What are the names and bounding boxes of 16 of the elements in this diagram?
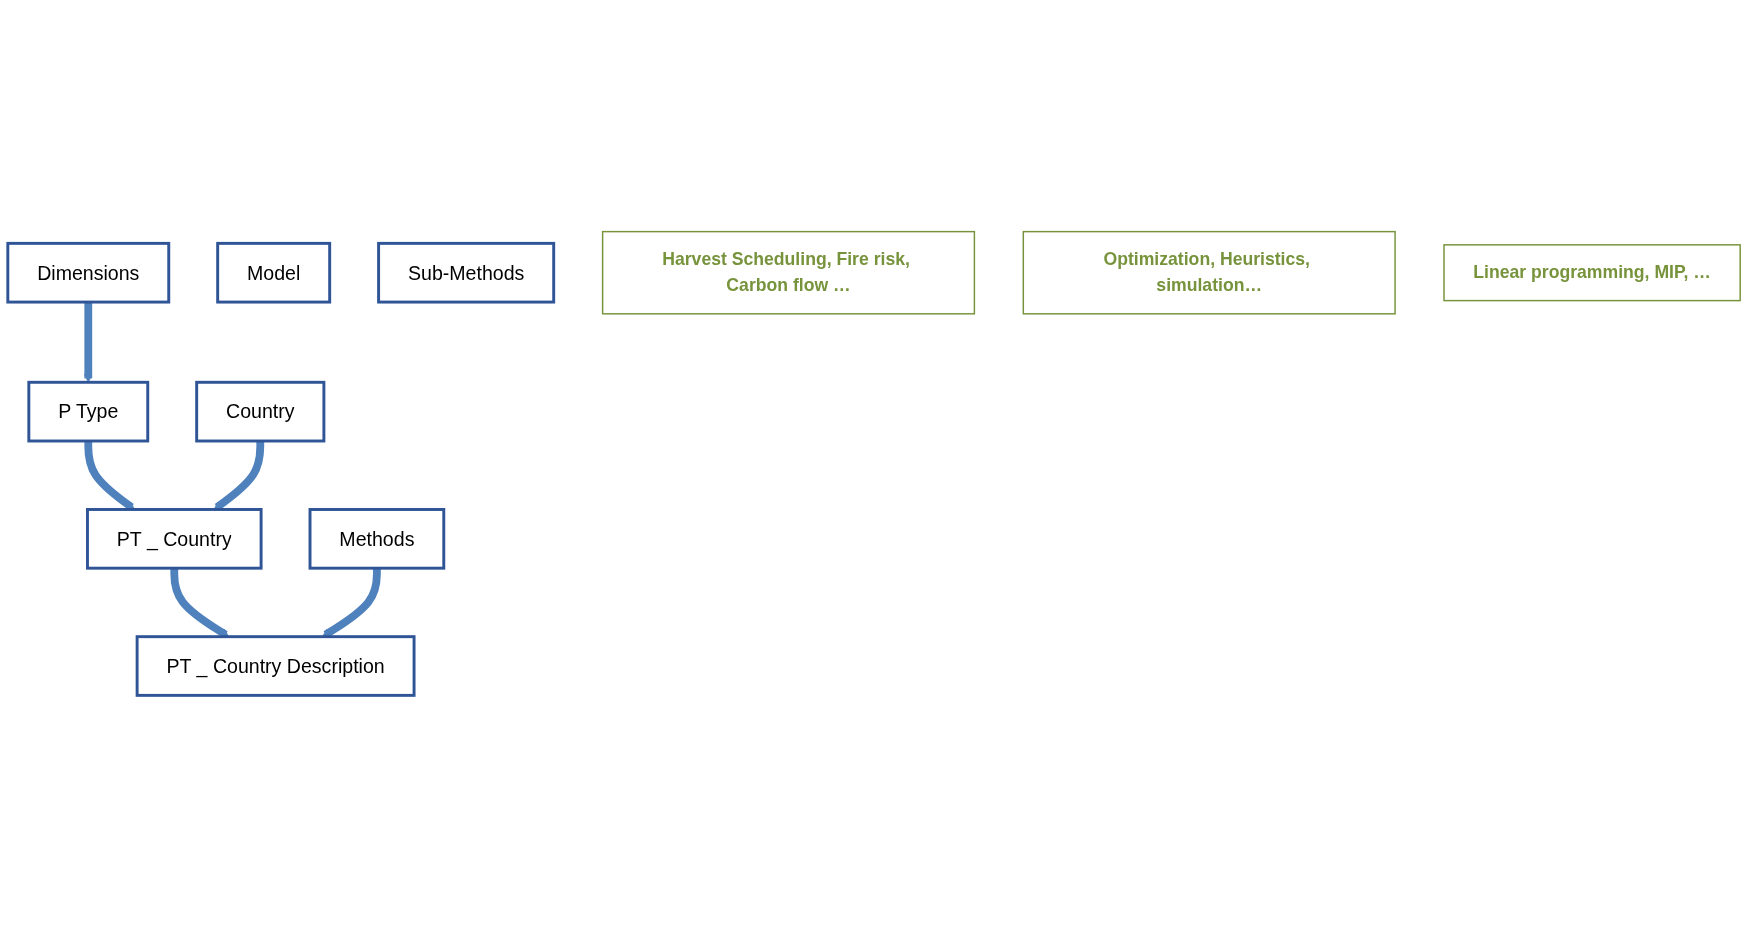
node-box: Sub-Methods: [377, 241, 556, 304]
arrow: [84, 302, 93, 383]
node-box: Model: [216, 241, 332, 304]
arrow: [84, 441, 135, 511]
node-box: Methods: [308, 508, 446, 570]
node-box: PT _ Country: [86, 508, 263, 570]
arrow: [213, 441, 265, 511]
node-box: Country: [195, 380, 326, 443]
node-box: Dimensions: [6, 241, 171, 304]
node-box: Harvest Scheduling, Fire risk, Carbon flow …: [601, 230, 976, 315]
node-box: Optimization, Heuristics, simulation…: [1022, 230, 1396, 315]
node-box: Linear programming, MIP, …: [1443, 244, 1741, 302]
arrow: [321, 568, 381, 638]
node-box: P Type: [27, 380, 150, 443]
arrow: [170, 568, 230, 638]
node-box: PT _ Country Description: [135, 635, 416, 697]
